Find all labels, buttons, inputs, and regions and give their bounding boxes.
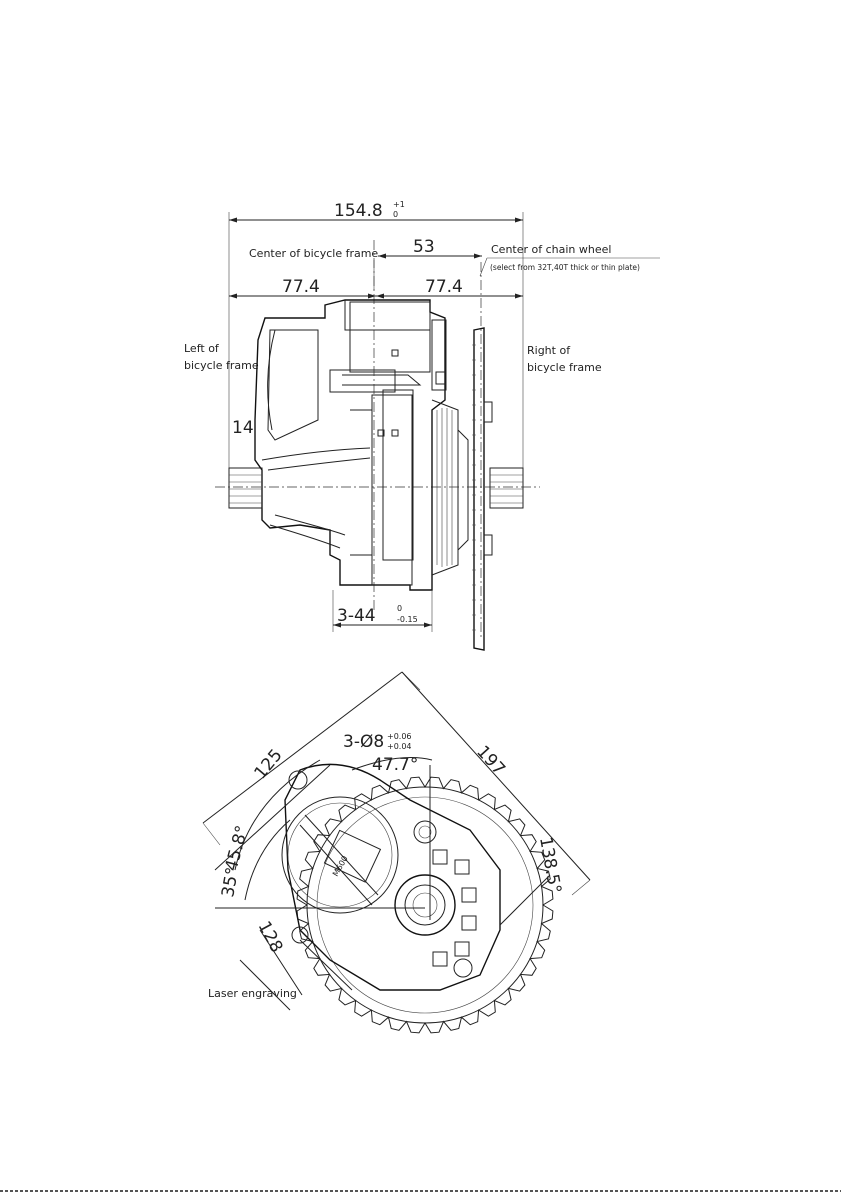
chainring-front — [297, 777, 553, 1033]
bolt-spacing-dimension: 3-44 0 -0.15 — [333, 590, 432, 632]
bolt-spacing-tol-upper: 0 — [397, 604, 402, 613]
bolt-spacing-value: 3-44 — [337, 606, 376, 626]
left-step-value: 14 — [232, 418, 254, 438]
half-width-dimension: 77.4 77.4 — [229, 277, 523, 299]
overall-width-tol-upper: +1 — [393, 200, 405, 209]
left-frame-label-1: Left of — [184, 342, 220, 355]
hole-tol-lower: +0.04 — [387, 742, 412, 751]
right-frame-label-1: Right of — [527, 344, 571, 357]
hole-tol-upper: +0.06 — [387, 732, 412, 741]
dim-125: 125 — [251, 745, 287, 783]
motor-housing: 14 — [229, 300, 523, 590]
front-view: M600 3-Ø8 +0.06 +0.04 125 197 — [203, 672, 590, 1033]
motor-cover: M600 — [282, 764, 500, 990]
chainring-side — [472, 328, 492, 650]
overall-width-dimension: 154.8 +1 0 — [229, 200, 523, 470]
chainline-offset-dimension: 53 — [378, 237, 482, 259]
angle-45: 45.8° — [222, 823, 253, 873]
left-frame-label-2: bicycle frame — [184, 359, 259, 372]
laser-engraving-label: Laser engraving — [208, 987, 297, 1000]
engraved-logo: M600 — [331, 854, 350, 878]
side-view: 154.8 +1 0 53 77.4 77.4 Center of bicycl… — [184, 200, 660, 650]
half-width-left-value: 77.4 — [282, 277, 320, 297]
right-frame-label-2: bicycle frame — [527, 361, 602, 374]
bolt-spacing-tol-lower: -0.15 — [397, 615, 418, 624]
center-frame-label: Center of bicycle frame — [249, 247, 378, 260]
hole-spec: 3-Ø8 — [343, 732, 384, 752]
dim-197: 197 — [472, 742, 509, 780]
center-chainwheel-label: Center of chain wheel — [491, 243, 611, 256]
overall-width-value: 154.8 — [334, 201, 383, 221]
half-width-right-value: 77.4 — [425, 277, 463, 297]
overall-width-tol-lower: 0 — [393, 210, 398, 219]
angle-35: 35° — [218, 866, 243, 899]
dim-128: 128 — [254, 918, 287, 956]
chainline-offset-value: 53 — [413, 237, 435, 257]
chainwheel-note: (select from 32T,40T thick or thin plate… — [490, 263, 640, 272]
front-labels: 3-Ø8 +0.06 +0.04 125 197 47.7° 45.8° 35°… — [208, 732, 565, 1000]
angle-47: 47.7° — [372, 755, 418, 775]
chainring-teeth — [297, 777, 553, 1033]
